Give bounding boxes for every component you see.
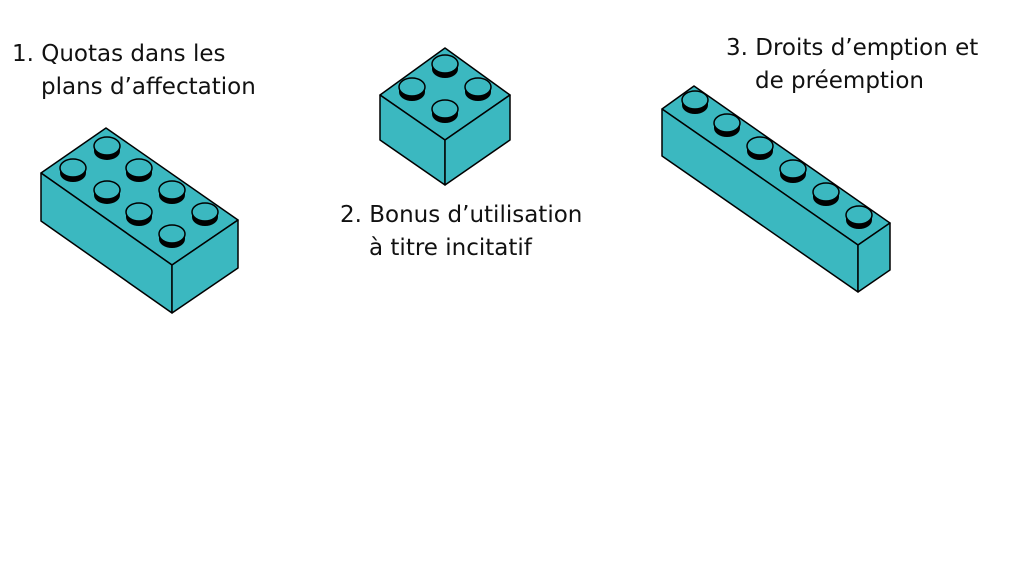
- stud-top: [125, 202, 153, 222]
- stud-top: [93, 180, 121, 200]
- stud: [59, 158, 87, 182]
- stud-top: [464, 77, 492, 97]
- brick-right-face: [444, 94, 511, 186]
- stud: [779, 159, 807, 183]
- stud: [191, 202, 219, 226]
- stud: [93, 136, 121, 160]
- stud: [845, 205, 873, 229]
- stud-top: [713, 113, 741, 133]
- stud-top: [779, 159, 807, 179]
- label-emption: 3. Droits d’emption et de préemption: [726, 32, 978, 98]
- label-bonus: 2. Bonus d’utilisation à titre incitatif: [340, 199, 582, 265]
- label-line: à titre incitatif: [369, 235, 532, 261]
- stud: [464, 77, 492, 101]
- label-line: 2. Bonus d’utilisation: [340, 202, 583, 228]
- stud: [431, 54, 459, 78]
- brick-2x4: [40, 127, 239, 314]
- stud: [681, 90, 709, 114]
- stud: [746, 136, 774, 160]
- stud: [125, 202, 153, 226]
- label-line: plans d’affectation: [41, 74, 256, 100]
- stud-top: [812, 182, 840, 202]
- stud: [713, 113, 741, 137]
- stud-top: [431, 54, 459, 74]
- stud-top: [681, 90, 709, 110]
- stud: [93, 180, 121, 204]
- stud-top: [845, 205, 873, 225]
- stud-top: [59, 158, 87, 178]
- brick-right-face: [857, 222, 891, 293]
- stud-top: [431, 99, 459, 119]
- label-line: de préemption: [755, 68, 924, 94]
- stud-top: [398, 77, 426, 97]
- stud-top: [125, 158, 153, 178]
- stud-top: [191, 202, 219, 222]
- stud: [158, 224, 186, 248]
- brick-2x2: [379, 47, 511, 186]
- label-quotas: 1. Quotas dans les plans d’affectation: [12, 38, 256, 104]
- stud: [431, 99, 459, 123]
- stud-top: [158, 224, 186, 244]
- brick-right-face: [171, 219, 239, 314]
- stud: [812, 182, 840, 206]
- stud-top: [158, 180, 186, 200]
- brick-1x6: [661, 85, 891, 293]
- stud-top: [93, 136, 121, 156]
- label-line: 1. Quotas dans les: [12, 41, 226, 67]
- label-line: 3. Droits d’emption et: [726, 35, 979, 61]
- stud: [158, 180, 186, 204]
- stud: [125, 158, 153, 182]
- stud-top: [746, 136, 774, 156]
- stud: [398, 77, 426, 101]
